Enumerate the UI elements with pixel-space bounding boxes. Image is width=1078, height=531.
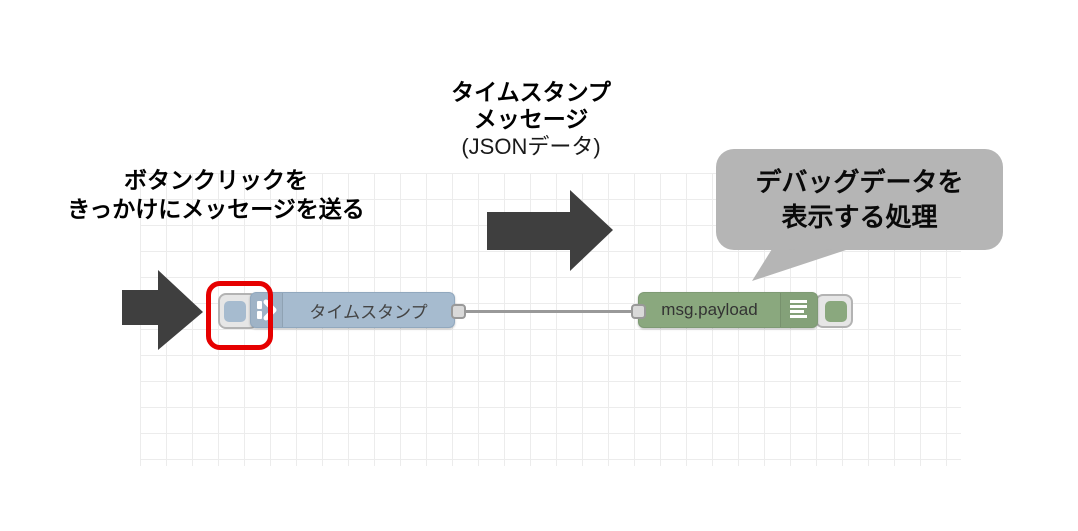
debug-node-label: msg.payload — [661, 300, 758, 319]
debug-input-port[interactable] — [631, 304, 646, 319]
annotation-timestamp-message: タイムスタンプ メッセージ (JSONデータ) — [421, 79, 641, 160]
annotation-line: メッセージ — [473, 106, 589, 132]
wire-inject-to-debug[interactable] — [464, 310, 634, 313]
inject-node-label: タイムスタンプ — [309, 302, 428, 322]
annotation-button-click: ボタンクリックを きっかけにメッセージを送る — [40, 166, 392, 224]
bubble-line: デバッグデータを — [755, 166, 964, 197]
debug-toggle-button[interactable] — [815, 294, 853, 328]
debug-toggle-face — [825, 300, 847, 322]
annotation-line: タイムスタンプ — [451, 79, 611, 105]
speech-bubble-tail — [752, 249, 846, 281]
arrow-right-icon — [487, 190, 613, 271]
bubble-line: 表示する処理 — [781, 201, 938, 232]
inject-button-face — [224, 300, 246, 322]
red-highlight-box — [206, 281, 273, 350]
annotation-line: きっかけにメッセージを送る — [67, 196, 365, 222]
arrow-right-icon — [122, 270, 203, 350]
speech-bubble-debug-note: デバッグデータを 表示する処理 — [716, 149, 1003, 250]
message-list-icon — [780, 293, 817, 327]
annotation-line: ボタンクリックを — [124, 167, 308, 193]
node-debug-msg-payload[interactable]: msg.payload — [638, 292, 818, 328]
inject-output-port[interactable] — [451, 304, 466, 319]
node-inject-timestamp[interactable]: タイムスタンプ — [250, 292, 455, 328]
annotation-line: (JSONデータ) — [461, 134, 601, 159]
